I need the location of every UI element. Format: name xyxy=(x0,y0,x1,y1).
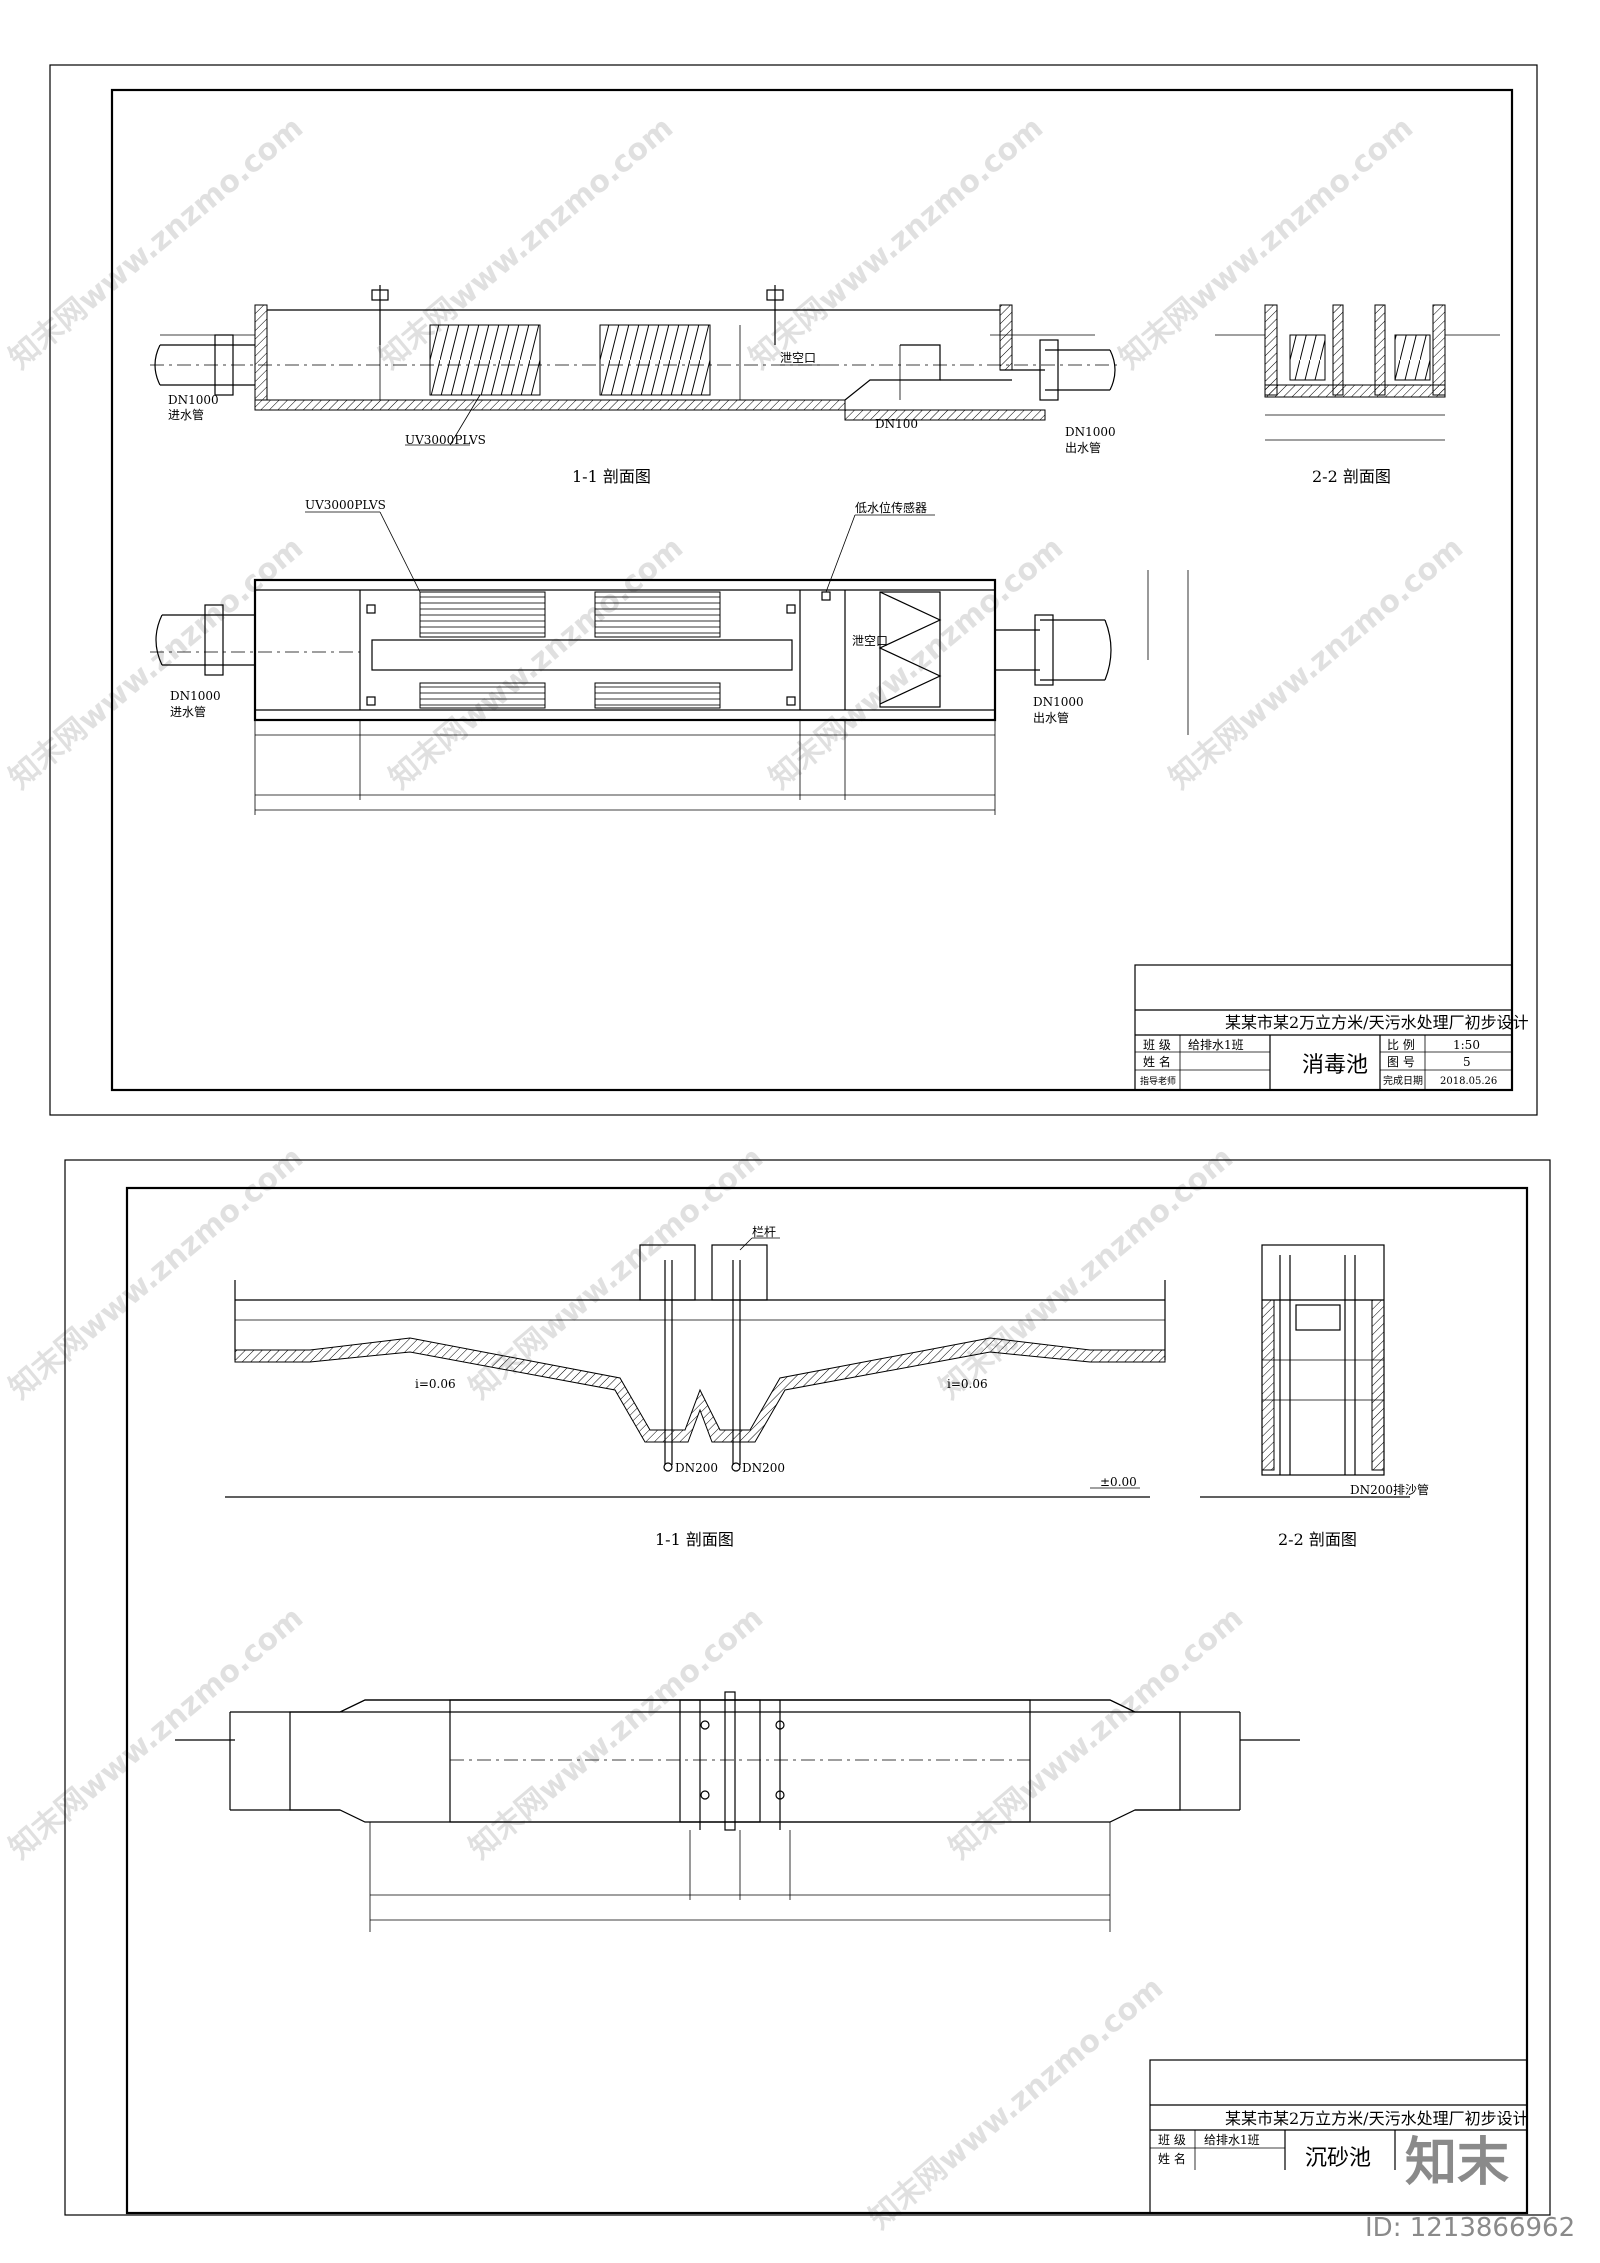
sheet-2-project-title: 某某市某2万立方米/天污水处理厂初步设计 xyxy=(1225,2109,1529,2128)
slope-right-label: i=0.06 xyxy=(947,1377,988,1391)
drain-port-label: 泄空口 xyxy=(780,351,816,365)
sheet-2: 栏杆 i=0.06 i=0.06 DN200 DN200 ±0.00 1-1 剖… xyxy=(64,1159,1551,2216)
sheet-1-drawing-name: 消毒池 xyxy=(1302,1053,1368,1078)
sheet-1-section-2-2: 2-2 剖面图 xyxy=(1215,304,1500,486)
plan-drain-port-label: 泄空口 xyxy=(852,634,888,648)
sheet-1-section-2-2-title: 2-2 剖面图 xyxy=(1312,467,1391,486)
watermark-text: 知末网www.znzmo.com xyxy=(1163,530,1470,796)
plan-inlet-dn-label: DN1000 xyxy=(170,689,221,703)
sheet-2-plan-view xyxy=(175,1691,1300,1932)
sheet-1-section-1-1: DN1000 进水管 DN1000 出水管 UV3000PLVS 泄空口 DN1… xyxy=(150,285,1120,486)
sheet-1-date-value: 2018.05.26 xyxy=(1440,1076,1497,1087)
sand-pipe-label: DN200排沙管 xyxy=(1350,1482,1429,1497)
brand-overlay: 知末 ID: 1213866962 xyxy=(1365,2133,1575,2243)
pipe-left-label: DN200 xyxy=(675,1461,718,1475)
plan-outlet-name-label: 出水管 xyxy=(1033,710,1069,725)
sheet-1-title-block: 某某市某2万立方米/天污水处理厂初步设计 班 级 给排水1班 姓 名 指导老师 … xyxy=(1134,964,1529,1091)
sheet-1-scale-value: 1:50 xyxy=(1453,1038,1480,1052)
sheet-2-name-label: 姓 名 xyxy=(1158,2151,1186,2166)
sheet-2-inner-frame xyxy=(125,1186,1529,2215)
sheet-2-section-1-1: 栏杆 i=0.06 i=0.06 DN200 DN200 ±0.00 1-1 剖… xyxy=(225,1224,1166,1549)
plan-uv-model-label: UV3000PLVS xyxy=(305,498,386,512)
sheet-1-project-title: 某某市某2万立方米/天污水处理厂初步设计 xyxy=(1225,1013,1529,1032)
sheet-1-outer-frame xyxy=(49,64,1538,1116)
sheet-1-section-1-1-title: 1-1 剖面图 xyxy=(572,467,651,486)
sheet-1: DN1000 进水管 DN1000 出水管 UV3000PLVS 泄空口 DN1… xyxy=(49,64,1538,1116)
watermark-layer: 知末网www.znzmo.com 知末网www.znzmo.com 知末网www… xyxy=(3,110,1470,2236)
watermark-text: 知末网www.znzmo.com xyxy=(3,1600,310,1866)
plan-outlet-dn-label: DN1000 xyxy=(1033,695,1084,709)
sheet-2-drawing-name: 沉砂池 xyxy=(1305,2146,1371,2171)
watermark-text: 知末网www.znzmo.com xyxy=(3,1140,310,1406)
watermark-text: 知末网www.znzmo.com xyxy=(763,530,1070,796)
elevation-label: ±0.00 xyxy=(1100,1475,1137,1489)
sheet-1-plan-view: UV3000PLVS 低水位传感器 泄空口 DN1000 进水管 DN1000 … xyxy=(150,498,1189,815)
uv-model-label: UV3000PLVS xyxy=(405,433,486,447)
sheet-2-outer-frame xyxy=(64,1159,1551,2216)
sheet-1-advisor-label: 指导老师 xyxy=(1140,1075,1176,1087)
brand-logo: 知末 xyxy=(1405,2133,1509,2193)
sheet-1-inner-frame xyxy=(110,88,1514,1092)
watermark-text: 知末网www.znzmo.com xyxy=(863,1970,1170,2236)
drain-pipe-label: DN100 xyxy=(875,417,918,431)
watermark-text: 知末网www.znzmo.com xyxy=(383,530,690,796)
watermark-text: 知末网www.znzmo.com xyxy=(943,1600,1250,1866)
sheet-1-class-label: 班 级 xyxy=(1143,1038,1171,1052)
sheet-2-section-2-2-title: 2-2 剖面图 xyxy=(1278,1530,1357,1549)
slope-left-label: i=0.06 xyxy=(415,1377,456,1391)
watermark-text: 知末网www.znzmo.com xyxy=(3,530,310,796)
sheet-1-number-label: 图 号 xyxy=(1387,1055,1415,1069)
watermark-text: 知末网www.znzmo.com xyxy=(463,1600,770,1866)
plan-inlet-name-label: 进水管 xyxy=(170,704,206,719)
inlet-pipe-dn-label: DN1000 xyxy=(168,393,219,407)
sheet-1-number-value: 5 xyxy=(1463,1055,1471,1069)
low-level-sensor-label: 低水位传感器 xyxy=(855,500,927,515)
sheet-1-name-label: 姓 名 xyxy=(1143,1054,1171,1069)
pipe-right-label: DN200 xyxy=(742,1461,785,1475)
sheet-2-title-block: 某某市某2万立方米/天污水处理厂初步设计 班 级 给排水1班 姓 名 沉砂池 xyxy=(1149,2059,1529,2214)
sheet-2-section-2-2: DN200排沙管 2-2 剖面图 xyxy=(1200,1244,1429,1549)
watermark-text: 知末网www.znzmo.com xyxy=(933,1140,1240,1406)
sheet-2-section-1-1-title: 1-1 剖面图 xyxy=(655,1530,734,1549)
outlet-pipe-dn-label: DN1000 xyxy=(1065,425,1116,439)
sheet-1-date-label: 完成日期 xyxy=(1383,1074,1423,1087)
railing-label: 栏杆 xyxy=(752,1224,776,1239)
sheet-2-class-value: 给排水1班 xyxy=(1204,2133,1260,2147)
sheet-2-class-label: 班 级 xyxy=(1158,2133,1186,2147)
image-id-label: ID: 1213866962 xyxy=(1365,2213,1575,2243)
inlet-pipe-name-label: 进水管 xyxy=(168,407,204,422)
sheet-1-class-value: 给排水1班 xyxy=(1188,1038,1244,1052)
sheet-1-scale-label: 比 例 xyxy=(1387,1038,1415,1052)
outlet-pipe-name-label: 出水管 xyxy=(1065,440,1101,455)
